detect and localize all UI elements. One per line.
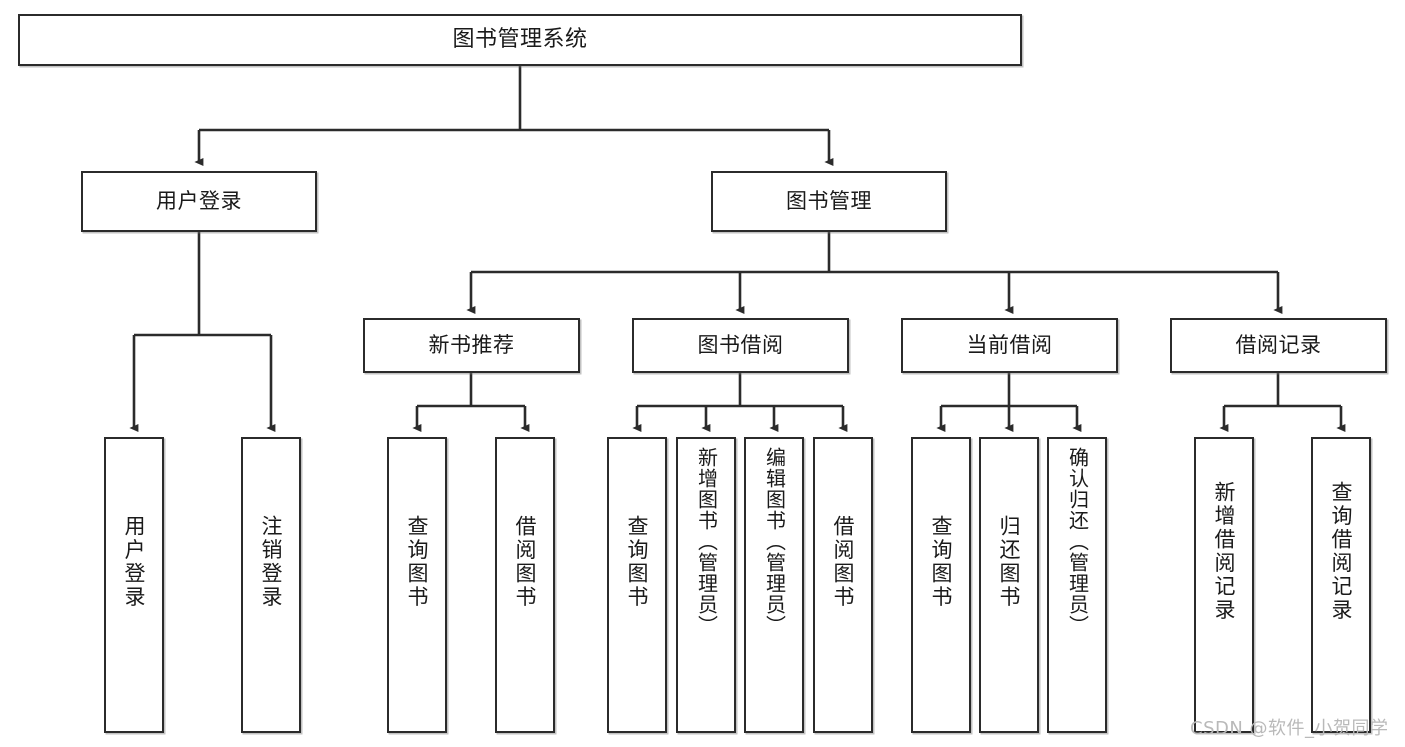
leaf-logout[interactable]: 注销登录 xyxy=(241,437,301,733)
node-label: 借阅图书 xyxy=(513,515,538,609)
node-label: 查询图书 xyxy=(405,515,430,609)
node-label: 图书借阅 xyxy=(697,333,784,358)
leaf-confirm-return-admin[interactable]: 确认归还（管理员） xyxy=(1047,437,1107,733)
leaf-return-book[interactable]: 归还图书 xyxy=(979,437,1039,733)
node-label: 注销登录 xyxy=(259,515,284,609)
node-label: 查询图书 xyxy=(929,515,954,609)
csdn-watermark: CSDN @软件_小贺同学 xyxy=(1190,718,1389,739)
node-label: 确认归还（管理员） xyxy=(1065,447,1090,636)
node-root-system[interactable]: 图书管理系统 xyxy=(18,14,1022,66)
node-label: 归还图书 xyxy=(997,515,1022,609)
node-book-borrow[interactable]: 图书借阅 xyxy=(632,318,849,373)
leaf-borrow-book-recommend[interactable]: 借阅图书 xyxy=(495,437,555,733)
node-label: 查询图书 xyxy=(625,515,650,609)
node-current-borrow[interactable]: 当前借阅 xyxy=(901,318,1118,373)
leaf-borrow-book[interactable]: 借阅图书 xyxy=(813,437,873,733)
node-label: 新书推荐 xyxy=(428,333,515,358)
leaf-add-borrow-record[interactable]: 新增借阅记录 xyxy=(1194,437,1254,733)
node-label: 用户登录 xyxy=(156,189,242,214)
leaf-query-book-current[interactable]: 查询图书 xyxy=(911,437,971,733)
node-label: 查询借阅记录 xyxy=(1329,481,1354,622)
leaf-user-login[interactable]: 用户登录 xyxy=(104,437,164,733)
leaf-query-book-recommend[interactable]: 查询图书 xyxy=(387,437,447,733)
leaf-query-borrow-record[interactable]: 查询借阅记录 xyxy=(1311,437,1371,733)
node-label: 借阅图书 xyxy=(831,515,856,609)
leaf-edit-book-admin[interactable]: 编辑图书（管理员） xyxy=(744,437,804,733)
node-label: 借阅记录 xyxy=(1235,333,1322,358)
node-label: 新增图书（管理员） xyxy=(694,447,719,636)
node-label: 新增借阅记录 xyxy=(1212,481,1237,622)
node-label: 编辑图书（管理员） xyxy=(762,447,787,636)
leaf-add-book-admin[interactable]: 新增图书（管理员） xyxy=(676,437,736,733)
node-book-management[interactable]: 图书管理 xyxy=(711,171,947,232)
node-label: 图书管理 xyxy=(786,189,872,214)
node-user-login[interactable]: 用户登录 xyxy=(81,171,317,232)
node-label: 当前借阅 xyxy=(966,333,1053,358)
node-borrow-record[interactable]: 借阅记录 xyxy=(1170,318,1387,373)
node-label: 图书管理系统 xyxy=(452,27,588,53)
node-new-book-recommend[interactable]: 新书推荐 xyxy=(363,318,580,373)
leaf-query-book-borrow[interactable]: 查询图书 xyxy=(607,437,667,733)
node-label: 用户登录 xyxy=(122,515,147,609)
